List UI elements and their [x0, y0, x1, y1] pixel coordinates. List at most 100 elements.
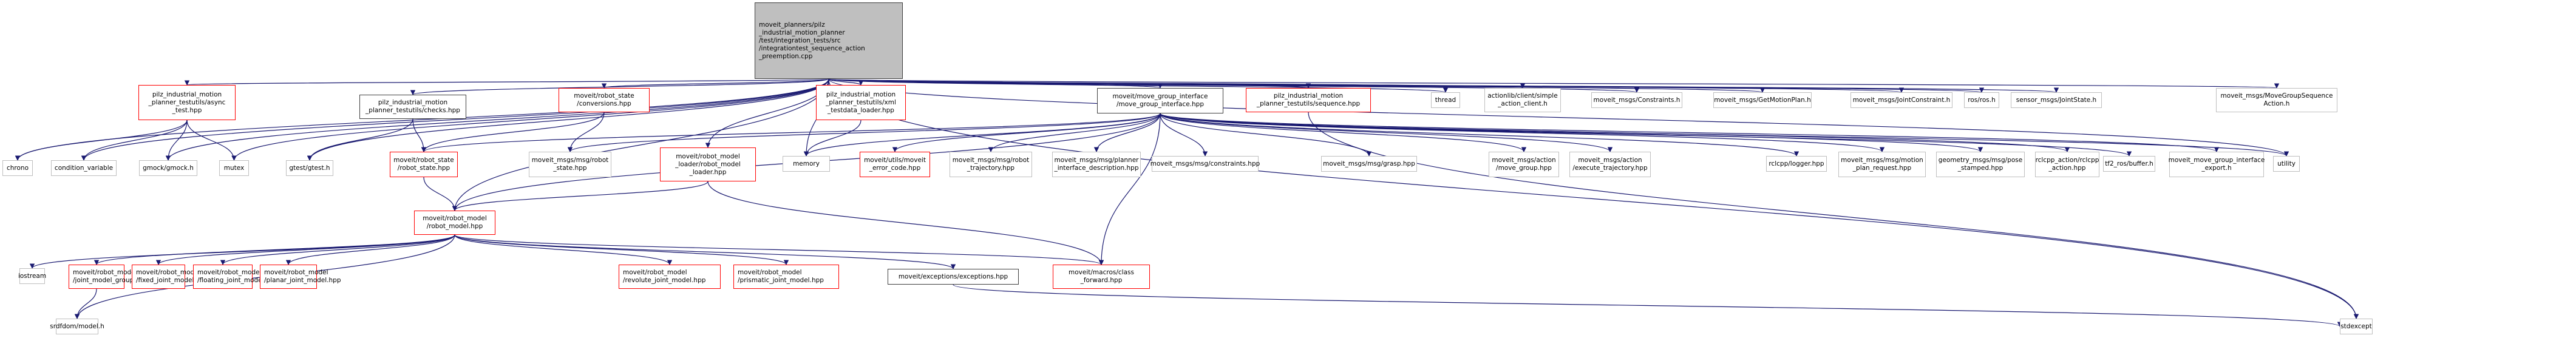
- node-class-forward[interactable]: moveit/macros/class _forward.hpp: [1053, 265, 1150, 289]
- edge-robot_model-to-prismatic: [454, 234, 789, 265]
- node-getmotionplan[interactable]: moveit_msgs/GetMotionPlan.h: [1713, 92, 1812, 108]
- node-planner-iface[interactable]: moveit_msgs/msg/planner _interface_descr…: [1052, 152, 1141, 177]
- edge-root-to-condvar: [81, 78, 829, 161]
- node-action-et[interactable]: moveit_msgs/action /execute_trajectory.h…: [1569, 152, 1651, 177]
- node-mgi-export[interactable]: moveit_move_group_interface _export.h: [2169, 152, 2265, 177]
- node-ros[interactable]: ros/ros.h: [1964, 92, 1999, 108]
- edge-async_test-to-gmock: [165, 120, 188, 161]
- node-jmg[interactable]: moveit/robot_model /joint_model_group.hp…: [69, 265, 148, 289]
- edge-mgi-to-utility: [1160, 113, 2289, 157]
- node-logger[interactable]: rclcpp/logger.hpp: [1766, 156, 1827, 172]
- edge-root-to-jointstate: [828, 78, 2058, 93]
- edge-robot_model-to-planar: [285, 234, 455, 265]
- node-robot-traj[interactable]: moveit_msgs/msg/robot _trajectory.hpp: [950, 152, 1032, 177]
- edge-root-to-thread: [828, 78, 1448, 93]
- node-stdexcept[interactable]: stdexcept: [2340, 319, 2373, 334]
- edge-sequence-to-stdexcept: [1308, 112, 2359, 319]
- node-msg-constraints[interactable]: moveit_msgs/msg/constraints.hpp: [1150, 156, 1260, 172]
- edge-mgi-to-robot_traj: [988, 113, 1161, 152]
- edge-mgi-to-logger: [1160, 113, 1799, 157]
- node-revolute[interactable]: moveit/robot_model /revolute_joint_model…: [619, 265, 721, 289]
- edge-async_test-to-condvar: [81, 120, 188, 161]
- edge-robot_model-to-class_forward: [454, 234, 1104, 265]
- edge-mgi-to-action_et: [1160, 113, 1613, 152]
- node-jointconstraint[interactable]: moveit_msgs/JointConstraint.h: [1850, 92, 1952, 108]
- node-floating[interactable]: moveit/robot_model /floating_joint_model…: [193, 265, 278, 289]
- node-conversions[interactable]: moveit/robot_state /conversions.hpp: [559, 88, 650, 112]
- node-fixed[interactable]: moveit/robot_model /fixed_joint_model.hp…: [132, 265, 208, 289]
- node-action-mg[interactable]: moveit_msgs/action /move_group.hpp: [1489, 152, 1559, 177]
- edge-robot_model-to-fixed: [155, 234, 455, 265]
- node-robot-state[interactable]: moveit/robot_state /robot_state.hpp: [390, 152, 458, 177]
- node-msg-robot-state[interactable]: moveit_msgs/msg/robot _state.hpp: [529, 152, 611, 177]
- edge-jmg-to-srdf: [74, 288, 97, 319]
- node-srdf[interactable]: srdfdom/model.h: [50, 319, 104, 334]
- node-pose-stamped[interactable]: geometry_msgs/msg/pose _stamped.hpp: [1936, 152, 2025, 177]
- edge-root-to-checks: [410, 78, 829, 95]
- node-error-code[interactable]: moveit/utils/moveit _error_code.hpp: [860, 152, 930, 177]
- edge-root-to-async_test: [185, 78, 829, 86]
- node-planar[interactable]: moveit/robot_model /planar_joint_model.h…: [260, 265, 341, 289]
- node-chrono[interactable]: chrono: [2, 160, 33, 176]
- node-condvar[interactable]: condition_variable: [51, 160, 117, 176]
- edge-robot_model-to-floating: [220, 234, 455, 265]
- edge-mgi-to-mpr: [1160, 113, 1884, 152]
- node-mutex[interactable]: mutex: [219, 160, 249, 176]
- edge-robot_model-to-exceptions: [454, 234, 956, 269]
- edge-rml-to-robot_model: [452, 181, 709, 211]
- node-mgi[interactable]: moveit/move_group_interface /move_group_…: [1097, 88, 1223, 113]
- node-exceptions[interactable]: moveit/exceptions/exceptions.hpp: [888, 269, 1019, 285]
- node-thread[interactable]: thread: [1431, 92, 1460, 108]
- node-gmock[interactable]: gmock/gmock.h: [139, 160, 197, 176]
- edge-root-to-gmock: [165, 78, 829, 161]
- edge-mgi-to-class_forward: [1098, 113, 1161, 265]
- edge-robot_model-to-jmg: [93, 234, 455, 265]
- edge-mgi-to-mgi_export: [1160, 113, 2219, 152]
- edge-root-to-mutex: [231, 78, 829, 161]
- edge-root-to-utility: [828, 78, 2289, 157]
- edge-mgi-to-action_mg: [1160, 113, 1527, 152]
- edge-mgi-to-planner_iface: [1093, 113, 1161, 152]
- node-utility[interactable]: utility: [2273, 156, 2300, 172]
- node-sac[interactable]: actionlib/client/simple _action_client.h: [1484, 88, 1561, 112]
- edge-robot_model-to-iostream: [29, 234, 455, 269]
- edge-async_test-to-chrono: [15, 120, 188, 161]
- edge-checks-to-gtest: [307, 118, 413, 161]
- node-rml[interactable]: moveit/robot_model _loader/robot_model _…: [660, 147, 756, 181]
- node-iostream[interactable]: iostream: [18, 268, 46, 284]
- node-robot-model[interactable]: moveit/robot_model /robot_model.hpp: [414, 211, 495, 235]
- edge-async_test-to-mutex: [186, 120, 237, 161]
- node-prismatic[interactable]: moveit/robot_model /prismatic_joint_mode…: [733, 265, 839, 289]
- node-jointstate[interactable]: sensor_msgs/JointState.h: [2011, 92, 2102, 108]
- edge-root-to-conversions: [602, 78, 829, 89]
- edge-checks-to-robot_state: [412, 118, 427, 152]
- edge-root-to-robot_model: [452, 78, 829, 211]
- edge-rml-to-class_forward: [707, 181, 1104, 265]
- node-tf2-buffer[interactable]: tf2_ros/buffer.h: [2103, 156, 2155, 172]
- edge-mgi-to-msg_robot_state: [568, 113, 1161, 152]
- node-xml-loader[interactable]: pilz_industrial_motion _planner_testutil…: [816, 85, 906, 120]
- node-mpr[interactable]: moveit_msgs/msg/motion _plan_request.hpp: [1838, 152, 1926, 177]
- edge-root-to-stdexcept: [828, 78, 2359, 319]
- node-checks[interactable]: pilz_industrial_motion _planner_testutil…: [359, 95, 466, 119]
- edge-conversions-to-robot_state: [421, 112, 605, 152]
- node-root[interactable]: moveit_planners/pilz _industrial_motion_…: [755, 2, 903, 79]
- node-rclcpp-action[interactable]: rclcpp_action/rclcpp _action.hpp: [2035, 152, 2099, 177]
- node-mgsa[interactable]: moveit_msgs/MoveGroupSequence Action.h: [2216, 88, 2337, 112]
- node-grasp[interactable]: moveit_msgs/msg/grasp.hpp: [1321, 156, 1417, 172]
- edge-root-to-xml_loader: [828, 78, 864, 86]
- node-sequence[interactable]: pilz_industrial_motion _planner_testutil…: [1246, 88, 1371, 112]
- edge-root-to-gtest: [307, 78, 829, 161]
- node-constraints-h[interactable]: moveit_msgs/Constraints.h: [1591, 92, 1682, 108]
- edge-conversions-to-msg_robot_state: [567, 112, 605, 152]
- edge-mgi-to-error_code: [892, 113, 1161, 152]
- node-gtest[interactable]: gtest/gtest.h: [286, 160, 333, 176]
- node-async-test[interactable]: pilz_industrial_motion _planner_testutil…: [138, 85, 236, 120]
- edge-robot_state-to-robot_model: [423, 177, 458, 211]
- edge-mgi-to-robot_state: [421, 113, 1161, 152]
- edge-mgi-to-tf2_buffer: [1160, 113, 2132, 157]
- edge-xml_loader-to-memory: [803, 120, 861, 157]
- node-memory[interactable]: memory: [783, 156, 830, 172]
